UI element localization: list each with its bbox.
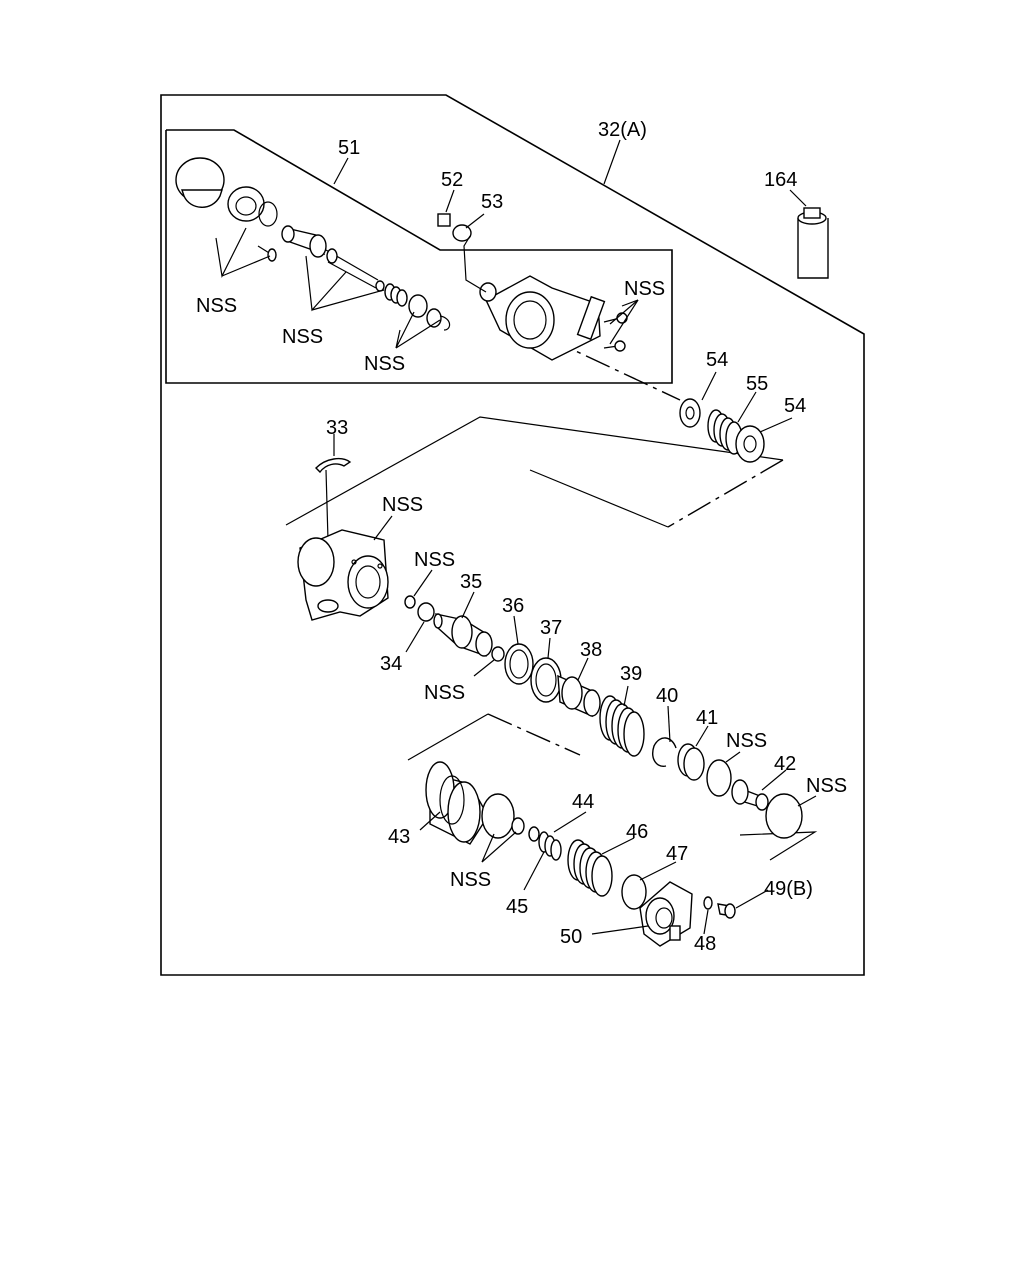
ring-part-37 — [530, 657, 562, 703]
lower-guide-right — [739, 831, 818, 861]
label-43: 43 — [388, 826, 410, 848]
spring-part-55 — [707, 409, 743, 455]
spring-part-46 — [567, 839, 613, 897]
label-39: 39 — [620, 663, 642, 685]
label-nss-shaft: NSS — [282, 326, 323, 348]
spring-part-41 — [677, 743, 705, 781]
label-45: 45 — [506, 896, 528, 918]
valve-housing-part — [479, 275, 606, 361]
label-34: 34 — [380, 653, 402, 675]
label-42: 42 — [774, 753, 796, 775]
label-38: 38 — [580, 639, 602, 661]
leader-33-body — [325, 469, 329, 541]
washer-part-54a — [679, 398, 701, 428]
label-47: 47 — [666, 843, 688, 865]
label-51: 51 — [338, 137, 360, 159]
washer-part-53 — [452, 224, 472, 242]
ring-part-34 — [417, 602, 435, 622]
label-53: 53 — [481, 191, 503, 213]
label-49b: 49(B) — [764, 878, 813, 900]
gasket-part-47 — [621, 874, 647, 910]
housing-screw-1 — [603, 312, 628, 324]
valve-shaft-part — [281, 225, 385, 292]
o-ring-nss-43 — [481, 793, 515, 839]
label-54-lower: 54 — [784, 395, 806, 417]
label-37: 37 — [540, 617, 562, 639]
assembly-guide-upper — [285, 416, 784, 526]
label-nss-42: NSS — [806, 775, 847, 797]
o-ring-nss-35 — [491, 646, 505, 662]
label-46: 46 — [626, 821, 648, 843]
small-spring-part — [384, 283, 408, 307]
ring-part-36 — [504, 643, 534, 685]
washer-part-48 — [703, 896, 713, 910]
housing-screw-2 — [603, 340, 626, 352]
o-ring-nss-41 — [706, 759, 732, 797]
label-40: 40 — [656, 685, 678, 707]
leader-52-53 — [463, 235, 487, 293]
main-housing-part — [297, 529, 389, 621]
label-55: 55 — [746, 373, 768, 395]
label-41: 41 — [696, 707, 718, 729]
label-nss-43: NSS — [450, 869, 491, 891]
label-35: 35 — [460, 571, 482, 593]
label-50: 50 — [560, 926, 582, 948]
sleeve-part — [408, 294, 451, 331]
label-nss-piston: NSS — [424, 682, 465, 704]
label-nss-housing: NSS — [382, 494, 423, 516]
plunger-part-38 — [557, 674, 601, 718]
seat-part-44 — [528, 826, 540, 842]
container-part-164 — [797, 207, 829, 279]
label-52: 52 — [441, 169, 463, 191]
label-nss-screws: NSS — [624, 278, 665, 300]
pin-part — [257, 245, 277, 262]
bolt-part-52 — [437, 213, 451, 227]
label-164: 164 — [764, 169, 797, 191]
label-44: 44 — [572, 791, 594, 813]
assembly-guide-lower — [529, 469, 669, 528]
label-nss-oring: NSS — [414, 549, 455, 571]
bolt-part-49 — [717, 903, 736, 919]
assembly-guide-dash — [667, 459, 784, 528]
leader-lines — [215, 139, 817, 935]
o-ring-nss-small-43 — [511, 817, 525, 835]
spring-part-39 — [599, 695, 645, 757]
o-ring-nss-42 — [765, 793, 803, 839]
label-48: 48 — [694, 933, 716, 955]
valve-cup-part — [227, 186, 278, 227]
washer-part-54b — [735, 425, 765, 463]
lower-guide-dash — [487, 713, 581, 756]
lower-guide-left — [407, 713, 489, 761]
label-33: 33 — [326, 417, 348, 439]
snap-ring-part-40 — [652, 737, 677, 767]
cover-part-50 — [639, 881, 693, 947]
valve-cap-part — [175, 157, 225, 208]
assembly-frame-outline — [160, 94, 865, 976]
label-nss-41: NSS — [726, 730, 767, 752]
valve-part-42 — [731, 779, 769, 811]
piston-part-35 — [433, 613, 493, 657]
label-nss-sleeve: NSS — [364, 353, 405, 375]
piston-part-43 — [425, 761, 489, 845]
label-32a: 32(A) — [598, 119, 647, 141]
label-nss-cap: NSS — [196, 295, 237, 317]
kit-frame-outline — [165, 129, 673, 384]
clip-part-33 — [315, 457, 352, 474]
o-ring-nss-small — [404, 595, 416, 609]
label-36: 36 — [502, 595, 524, 617]
label-54-upper: 54 — [706, 349, 728, 371]
